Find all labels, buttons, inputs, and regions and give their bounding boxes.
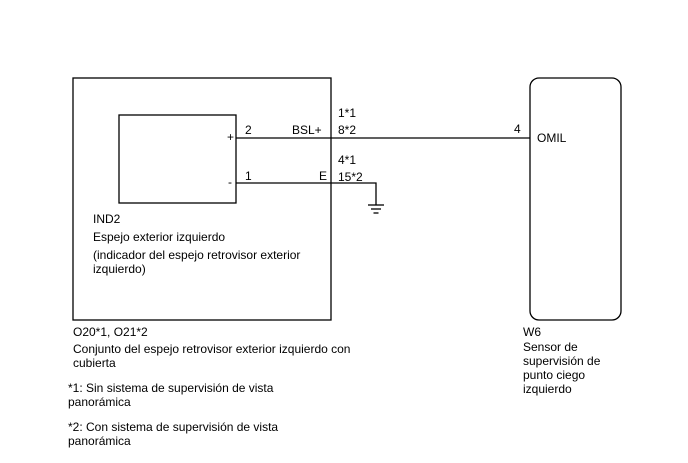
indicator-description: (indicador del espejo retrovisor exterio…: [93, 248, 301, 276]
terminal-minus-symbol: -: [228, 175, 232, 189]
ground-pin-1: 4*1: [338, 153, 357, 167]
sensor-code: W6: [523, 325, 541, 339]
terminal-plus-pin: 2: [245, 123, 252, 137]
terminal-plus-symbol: +: [227, 130, 235, 144]
mirror-assembly-box: [72, 77, 332, 321]
ground-icon: [368, 204, 384, 214]
sensor-box: [529, 77, 622, 321]
mirror-assembly-code: O20*1, O21*2: [73, 325, 148, 339]
mirror-assembly-name: Conjunto del espejo retrovisor exterior …: [73, 342, 351, 370]
sensor-name: Sensor de supervisión de punto ciego izq…: [523, 340, 601, 396]
sensor-pin: 4: [514, 122, 521, 136]
terminal-minus-pin: 1: [245, 169, 252, 183]
indicator-name: Espejo exterior izquierdo: [93, 230, 226, 244]
ground-wire: [236, 182, 377, 205]
bsl-pin-1: 1*1: [338, 106, 357, 120]
bsl-pin-2: 8*2: [338, 123, 357, 137]
footnote-2: *2: Con sistema de supervisión de vista …: [68, 420, 279, 448]
sensor-signal-label: OMIL: [537, 131, 567, 145]
footnote-1: *1: Sin sistema de supervisión de vista …: [68, 381, 274, 409]
bsl-signal-label: BSL+: [292, 123, 322, 137]
indicator-code: IND2: [93, 212, 121, 226]
indicator-box: [118, 114, 237, 204]
ground-pin-2: 15*2: [338, 170, 363, 184]
ground-signal-label: E: [319, 169, 328, 183]
